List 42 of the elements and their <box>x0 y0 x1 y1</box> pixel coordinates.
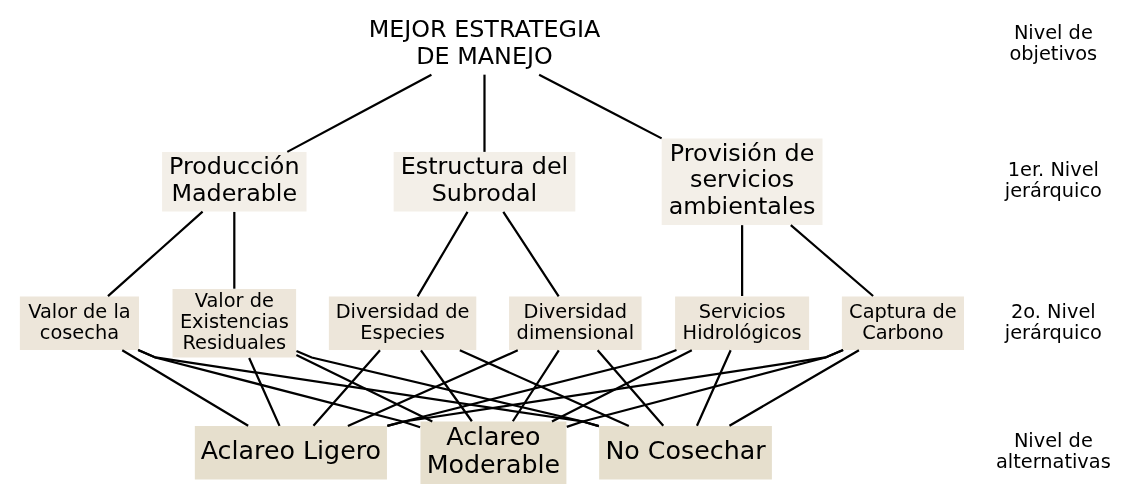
connector <box>137 348 599 427</box>
connector <box>419 349 473 422</box>
connector <box>789 223 874 297</box>
node-box: Captura de Carbono <box>841 295 964 350</box>
label: 2o. Nivel jerárquico <box>1004 299 1102 344</box>
label: 1er. Nivel jerárquico <box>1004 157 1102 202</box>
connector <box>312 349 381 426</box>
connector <box>232 211 235 289</box>
node-box: Provisión de servicios ambientales <box>661 138 823 225</box>
label: Nivel de alternativas <box>995 428 1111 473</box>
connector <box>740 224 743 296</box>
connector <box>121 348 249 427</box>
connector <box>728 348 859 427</box>
node-box: Valor de la cosecha <box>19 295 139 350</box>
label: Nivel de objetivos <box>1008 20 1097 65</box>
connector <box>346 348 518 427</box>
node-box: Aclareo Moderable <box>419 421 566 484</box>
connector <box>482 74 486 152</box>
connector <box>511 349 560 422</box>
node-box: Producción Maderable <box>161 151 307 212</box>
connector <box>550 348 692 422</box>
node-box: Diversidad de Especies <box>328 295 476 350</box>
connector <box>695 349 732 426</box>
connector <box>106 210 203 297</box>
node-box: No Cosechar <box>598 425 772 480</box>
connector <box>247 357 281 426</box>
node-box: Aclareo Ligero <box>194 425 387 480</box>
node-text: MEJOR ESTRATEGIA DE MANEJO <box>368 14 600 70</box>
node-box: Estructura del Subrodal <box>393 151 575 212</box>
connector <box>295 353 433 422</box>
connector <box>565 348 843 428</box>
connector <box>458 348 629 427</box>
node-box: Valor de Existencias Residuales <box>172 288 296 357</box>
connector <box>286 73 432 153</box>
node-box: Diversidad dimensional <box>508 295 642 350</box>
connector <box>416 210 468 297</box>
connector <box>295 349 599 427</box>
connector <box>538 73 662 139</box>
connector <box>501 210 560 297</box>
node-box: Servicios Hidrológicos <box>674 295 809 350</box>
connector <box>596 349 664 426</box>
connector <box>386 348 843 427</box>
